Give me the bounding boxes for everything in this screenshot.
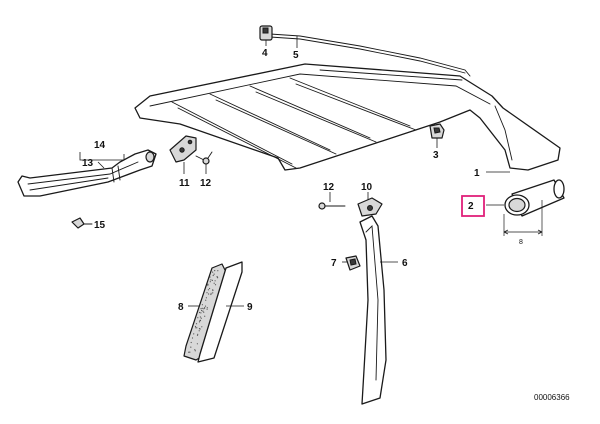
seal-texture-speck <box>188 351 190 353</box>
seal-texture-speck <box>201 309 203 312</box>
seal-texture-speck <box>195 323 198 325</box>
callout-15: 15 <box>94 220 106 231</box>
seal-texture-speck <box>203 308 205 310</box>
callout-labels: 4 5 3 1 2 14 13 15 11 12 12 10 7 6 8 9 <box>82 48 485 313</box>
seal-texture-speck <box>210 292 212 294</box>
seal-texture-speck <box>199 328 201 330</box>
roof-clip <box>429 123 445 139</box>
seal-texture-speck <box>198 321 201 323</box>
seal-texture-speck <box>199 319 202 322</box>
seal-texture-speck <box>212 274 214 277</box>
seal-texture-speck <box>210 293 212 296</box>
callout-10: 10 <box>361 182 373 193</box>
seal-texture-speck <box>209 276 211 278</box>
seal-texture-speck <box>194 350 196 352</box>
pillar-trim <box>359 215 387 405</box>
seal-texture-speck <box>212 292 214 294</box>
leader-lines <box>79 36 510 307</box>
seal-texture-speck <box>208 293 210 295</box>
seal-texture-speck <box>209 287 211 290</box>
seal-texture-speck <box>199 316 201 318</box>
callout-14: 14 <box>94 140 106 151</box>
seal-texture-speck <box>195 327 197 329</box>
seal-texture-speck <box>199 311 201 314</box>
seal-texture-speck <box>216 276 218 278</box>
seal-texture-speck <box>212 289 214 291</box>
callout-2-highlight <box>461 195 485 217</box>
seal-texture-speck <box>217 270 219 272</box>
callout-9: 9 <box>247 302 253 313</box>
callout-6: 6 <box>402 258 408 269</box>
callout-12-upper: 12 <box>200 178 212 189</box>
seal-texture-speck <box>214 284 217 286</box>
seal-texture-speck <box>196 334 199 336</box>
callout-3: 3 <box>433 150 439 161</box>
seal-texture-speck <box>209 281 211 283</box>
callout-11: 11 <box>179 178 190 189</box>
callout-13: 13 <box>82 158 94 169</box>
seal-texture-speck <box>194 325 197 328</box>
seal-texture-speck <box>213 282 215 284</box>
seal-texture-speck <box>196 327 198 329</box>
seal-texture-speck <box>213 273 215 275</box>
tube-dimension: 8 <box>503 200 543 246</box>
seal-texture-speck <box>190 341 192 344</box>
seal-texture-speck <box>206 292 208 294</box>
seal-texture-speck <box>196 343 198 345</box>
seal-texture-speck <box>204 307 206 309</box>
seal-texture-speck <box>201 326 203 328</box>
seal-texture-speck <box>207 289 209 291</box>
seal-texture-speck <box>204 315 206 317</box>
seal-texture-speck <box>207 283 209 285</box>
callout-7: 7 <box>331 258 337 269</box>
roof-panel <box>134 63 561 171</box>
seal-strips <box>183 261 243 363</box>
seal-texture-speck <box>210 279 212 281</box>
seal-texture-speck <box>190 346 192 348</box>
dimension-label: 8 <box>519 239 523 246</box>
seal-texture-speck <box>205 297 207 299</box>
tube-part <box>504 179 565 217</box>
seal-texture-speck <box>197 333 199 335</box>
seal-texture-speck <box>200 312 202 314</box>
callout-1: 1 <box>474 168 480 179</box>
seal-texture-speck <box>205 299 207 301</box>
callout-4: 4 <box>262 48 268 59</box>
seal-texture-speck <box>201 307 203 309</box>
callout-5: 5 <box>293 50 299 61</box>
seal-texture-speck <box>206 307 208 309</box>
seal-texture-speck <box>206 308 208 310</box>
handle-assembly <box>17 149 157 229</box>
hinge-bracket <box>169 135 213 165</box>
seal-texture-speck <box>211 279 213 281</box>
seal-texture-speck <box>203 311 205 313</box>
seal-texture-speck <box>214 280 216 282</box>
seal-texture-speck <box>217 277 219 279</box>
seal-texture-speck <box>194 349 196 351</box>
seal-texture-speck <box>193 333 195 335</box>
seal-texture-speck <box>189 351 191 353</box>
callout-8: 8 <box>178 302 184 313</box>
seal-texture-speck <box>201 304 203 306</box>
seal-texture-speck <box>212 271 214 273</box>
seal-texture-speck <box>204 305 207 307</box>
seal-texture-speck <box>202 310 204 312</box>
pillar-fasteners <box>318 197 383 217</box>
seal-texture-speck <box>200 317 202 319</box>
cable-assembly <box>259 25 471 77</box>
seal-texture-speck <box>200 308 202 310</box>
callout-2: 2 <box>468 201 474 212</box>
diagram-reference-number: 00006366 <box>534 393 570 402</box>
callout-12-lower: 12 <box>323 182 335 193</box>
trim-clip <box>345 255 361 271</box>
seal-texture-speck <box>197 317 199 319</box>
seal-texture-speck <box>198 330 200 332</box>
seal-texture-speck <box>214 270 216 272</box>
seal-texture-speck <box>191 337 194 339</box>
